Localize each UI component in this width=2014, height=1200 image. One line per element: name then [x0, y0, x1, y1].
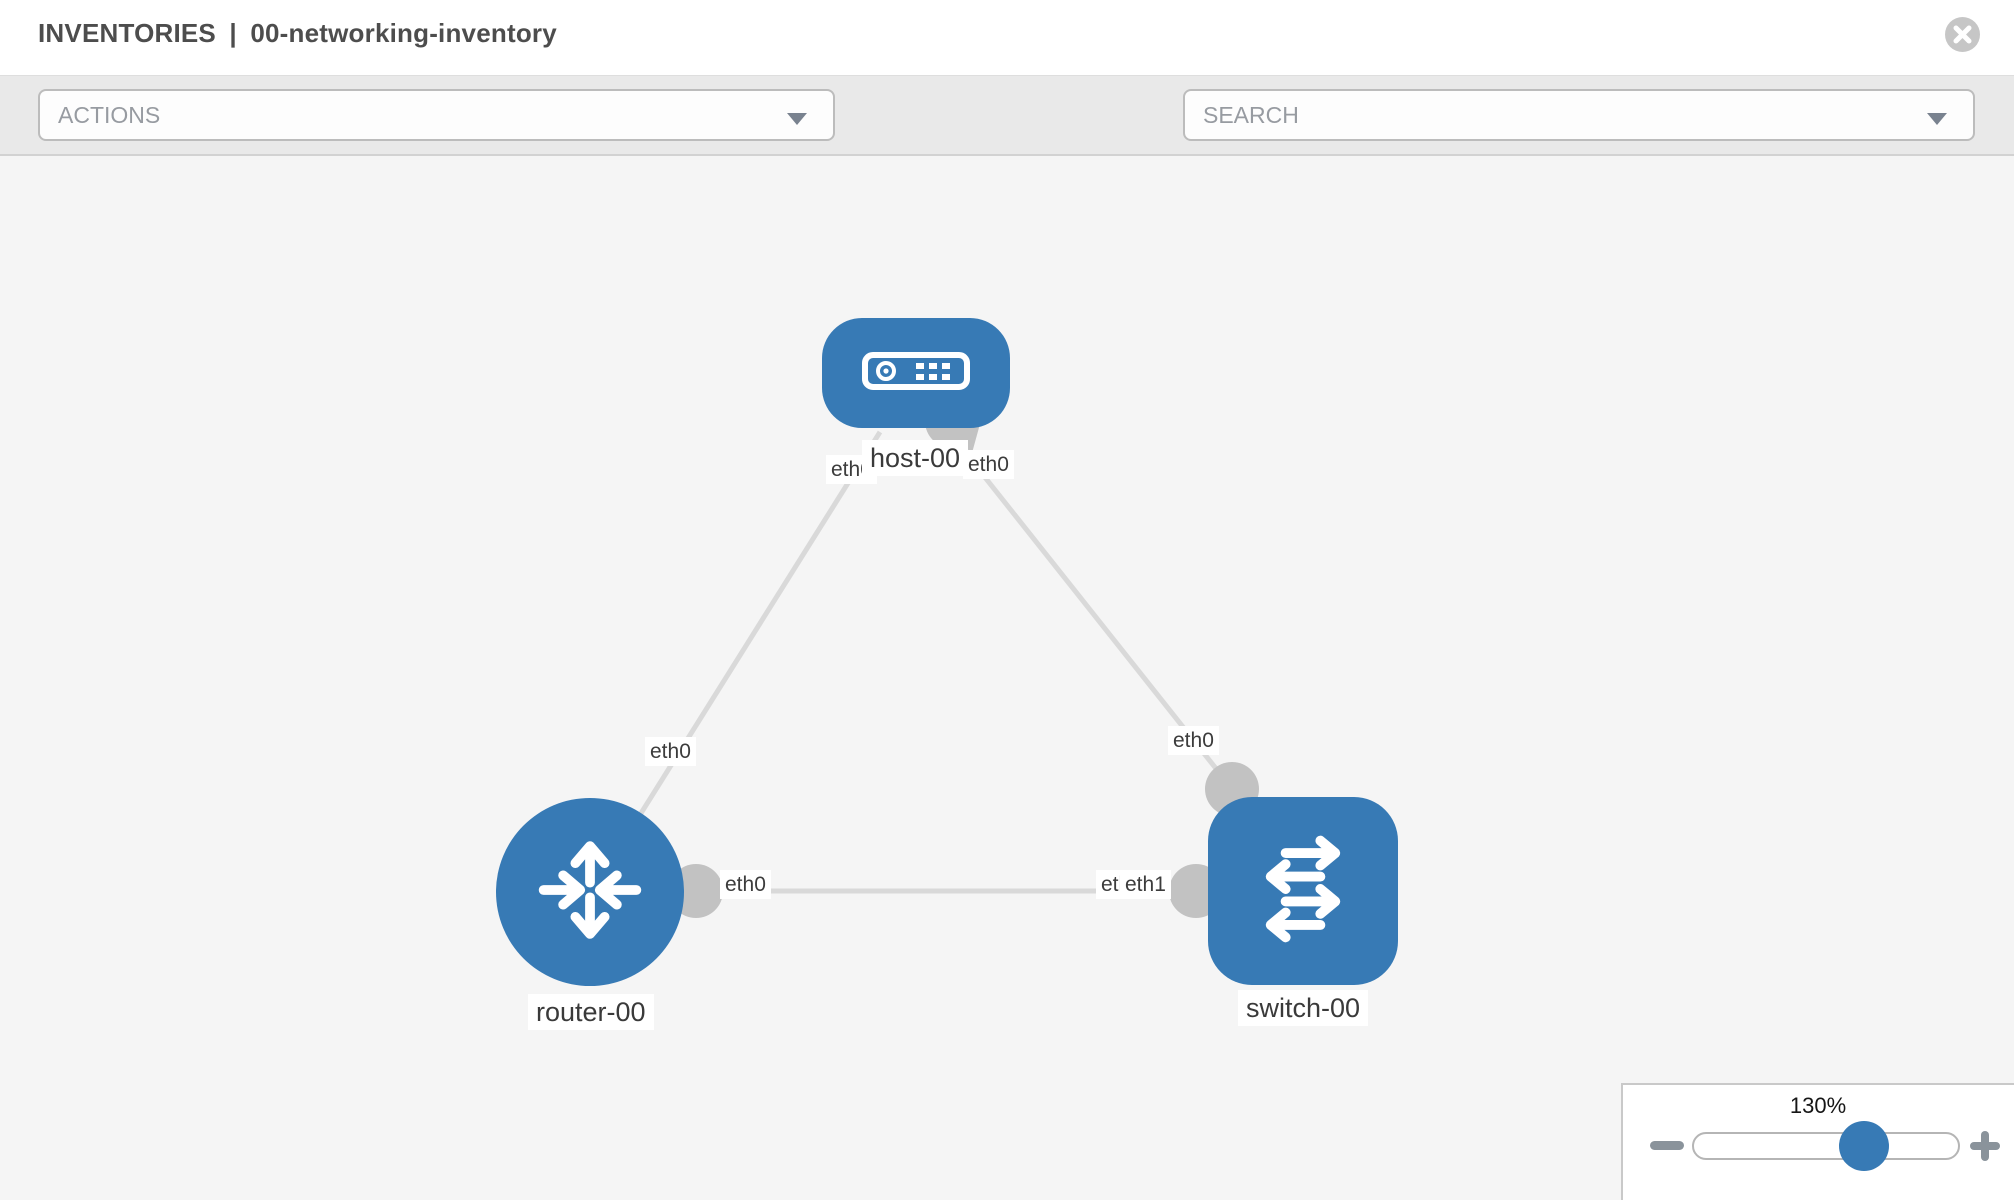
switch-icon-node[interactable] — [1208, 797, 1398, 985]
actions-dropdown-label: ACTIONS — [58, 101, 161, 128]
interface-label-router-side-eth0: eth0 — [645, 737, 696, 767]
chevron-down-icon — [1927, 113, 1947, 125]
topology-canvas[interactable]: host-00 router-00 switch-00 eth0 eth0 et… — [0, 156, 2014, 1200]
interface-label-switch-top-eth0: eth0 — [1168, 726, 1219, 756]
chevron-down-icon — [787, 113, 807, 125]
page-title-section: INVENTORIES — [38, 18, 216, 48]
router-icon — [529, 829, 651, 956]
node-label-host: host-00 — [862, 440, 969, 477]
search-dropdown[interactable]: SEARCH — [1183, 89, 1975, 141]
topology-links-layer — [588, 394, 1259, 918]
node-router-00[interactable] — [496, 798, 684, 986]
actions-dropdown[interactable]: ACTIONS — [38, 89, 835, 141]
host-icon — [861, 351, 971, 396]
zoom-out-button[interactable] — [1650, 1141, 1684, 1150]
interface-label-router-eth0: eth0 — [720, 870, 771, 900]
page-title: INVENTORIES | 00-networking-inventory — [38, 18, 563, 49]
node-host-00[interactable] — [822, 318, 1010, 428]
switch-icon — [1241, 827, 1365, 956]
header: INVENTORIES | 00-networking-inventory — [0, 0, 2014, 75]
zoom-control-panel: 130% — [1621, 1083, 2014, 1200]
page-title-item: 00-networking-inventory — [250, 18, 557, 48]
zoom-slider-thumb[interactable] — [1839, 1121, 1889, 1171]
toolbar: ACTIONS SEARCH — [0, 75, 2014, 211]
search-placeholder: SEARCH — [1203, 101, 1299, 128]
interface-label-switch-eth1: eth1 — [1120, 870, 1171, 900]
interface-label-host-eth0-right: eth0 — [963, 450, 1014, 480]
zoom-slider-track[interactable] — [1692, 1132, 1960, 1160]
node-label-router: router-00 — [528, 994, 654, 1031]
node-label-switch: switch-00 — [1238, 990, 1369, 1027]
zoom-level-value: 130% — [1789, 1093, 1847, 1118]
close-button[interactable] — [1945, 17, 1980, 52]
page-title-separator: | — [229, 18, 237, 48]
zoom-in-button[interactable] — [1970, 1131, 2000, 1161]
